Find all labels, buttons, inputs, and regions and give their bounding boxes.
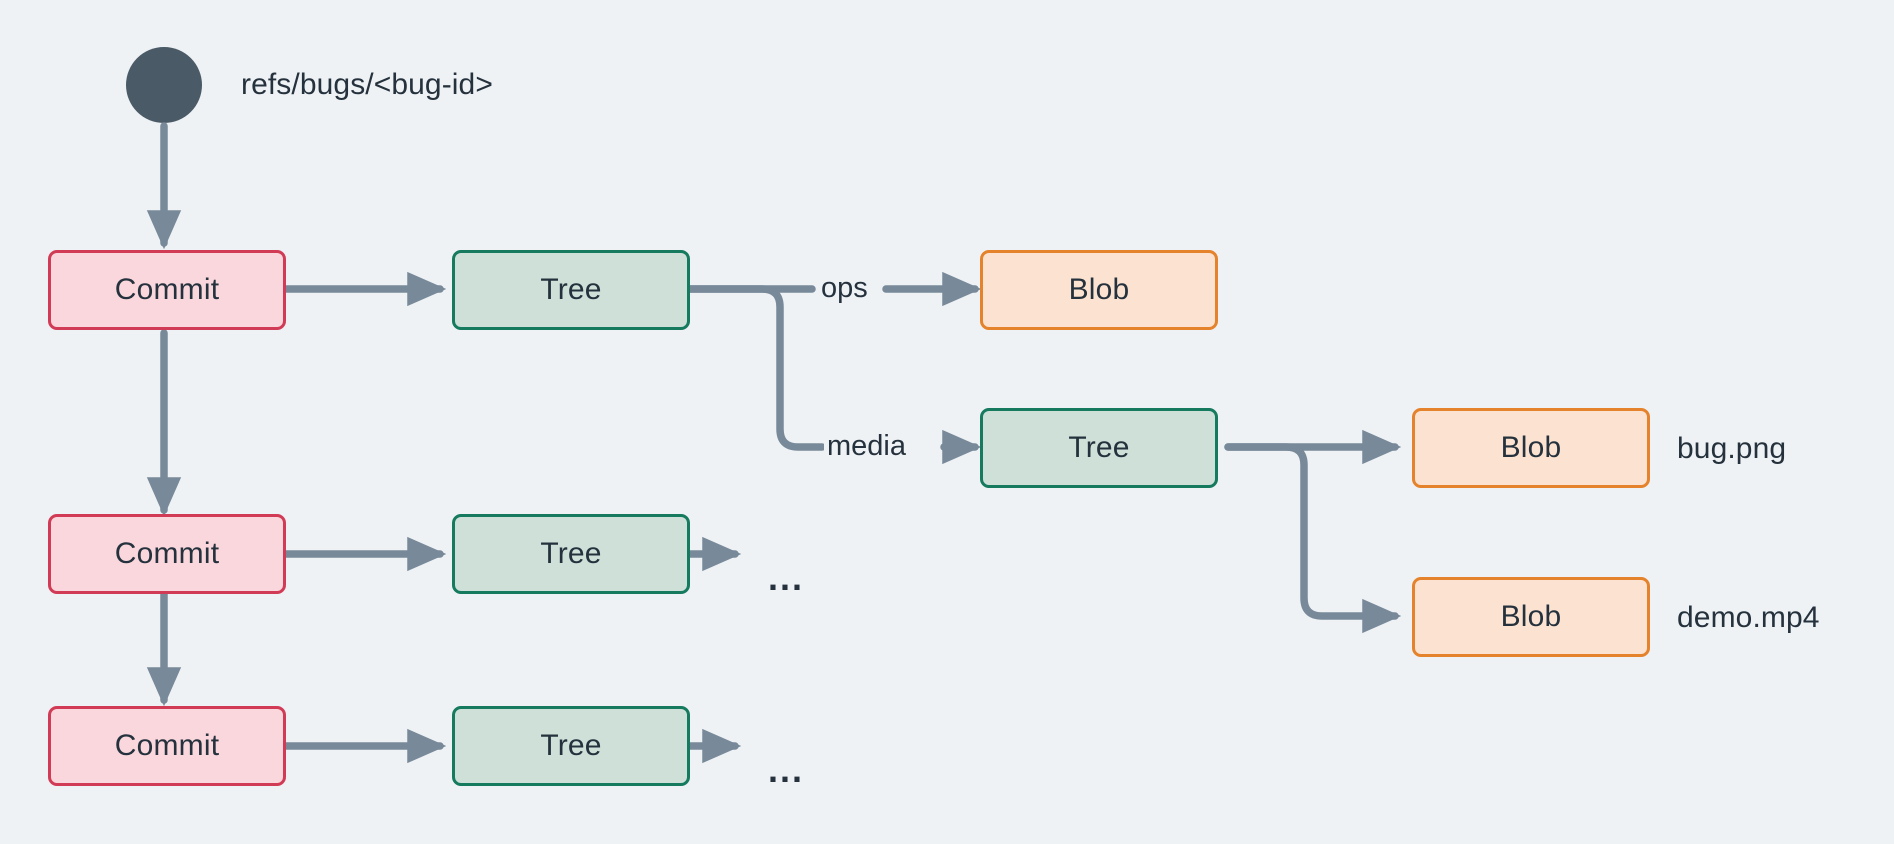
node-commit-2[interactable]: Commit (48, 514, 286, 594)
ellipsis-tree2: ... (768, 557, 805, 598)
edge-tree4-to-blob3 (1224, 443, 1402, 634)
node-blob-demo-mp4[interactable]: Blob (1412, 577, 1650, 657)
file-label-bug-png: bug.png (1677, 432, 1787, 465)
ref-label: refs/bugs/<bug-id> (241, 68, 493, 101)
edge-tree1-to-media-label (686, 285, 826, 451)
node-tree-1[interactable]: Tree (452, 250, 690, 330)
ref-start-node-circle (126, 47, 202, 123)
ellipsis-tree3: ... (768, 749, 805, 790)
node-commit-1[interactable]: Commit (48, 250, 286, 330)
node-tree-4-media[interactable]: Tree (980, 408, 1218, 488)
node-commit-3[interactable]: Commit (48, 706, 286, 786)
node-blob-ops[interactable]: Blob (980, 250, 1218, 330)
edge-label-ops: ops (818, 274, 871, 303)
file-label-demo-mp4: demo.mp4 (1677, 601, 1820, 634)
edge-label-media: media (824, 432, 909, 461)
node-tree-2[interactable]: Tree (452, 514, 690, 594)
node-blob-bug-png[interactable]: Blob (1412, 408, 1650, 488)
node-tree-3[interactable]: Tree (452, 706, 690, 786)
